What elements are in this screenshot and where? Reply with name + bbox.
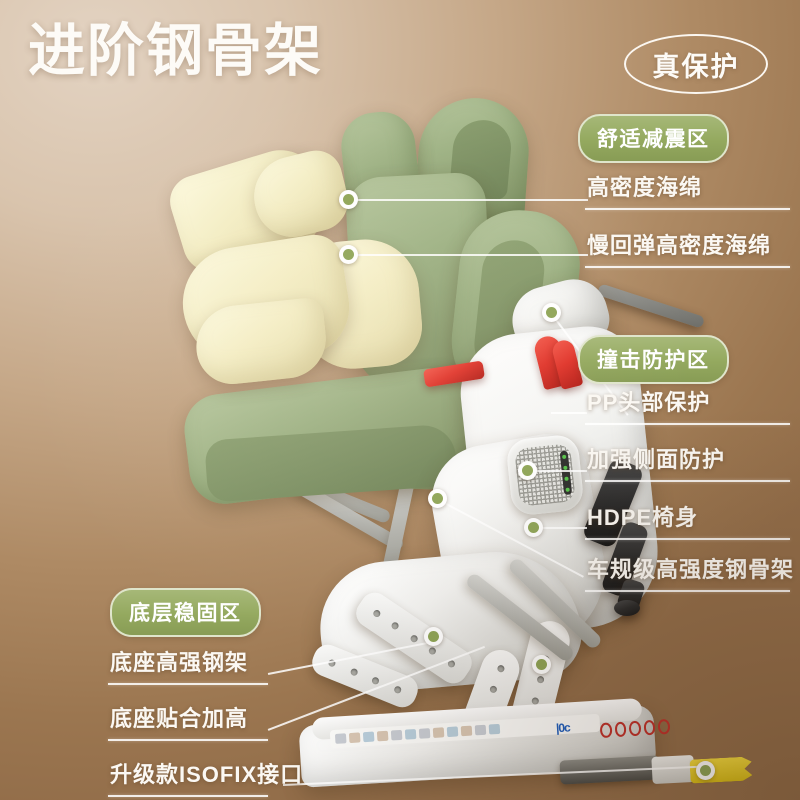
leader-line-slow-rebound-foam <box>348 254 588 256</box>
seal-badge: 真保护 <box>624 34 768 94</box>
callout-isofix-interface: 升级款ISOFIX接口 <box>108 757 305 797</box>
callout-base-lift: 底座贴合加高 <box>108 701 268 741</box>
callout-dot-high-density-foam[interactable] <box>339 190 358 209</box>
callout-label: 车规级高强度钢骨架 <box>587 557 795 582</box>
callout-label: 慢回弹高密度海绵 <box>587 233 772 258</box>
callout-label: 升级款ISOFIX接口 <box>110 762 304 787</box>
callout-label: 底座贴合加高 <box>110 706 249 731</box>
callout-base-steel-frame: 底座高强钢架 <box>108 645 268 685</box>
callout-slow-rebound-foam: 慢回弹高密度海绵 <box>585 228 790 268</box>
callout-underline <box>108 739 268 741</box>
callout-dot-isofix[interactable] <box>696 761 715 780</box>
leader-line-side-protection <box>527 470 587 472</box>
side-impact-protection-pod <box>505 433 585 517</box>
callout-label: 高密度海绵 <box>587 175 703 200</box>
certification-mark: |0c <box>555 720 571 736</box>
e-mark-seal <box>599 718 671 738</box>
callout-underline <box>108 683 268 685</box>
leader-line-hdpe <box>533 527 587 529</box>
callout-dot-steel-frame[interactable] <box>428 489 447 508</box>
callout-underline <box>585 423 790 425</box>
seal-badge-label: 真保护 <box>652 51 740 82</box>
callout-high-density-foam: 高密度海绵 <box>585 170 790 210</box>
callout-dot-slow-rebound-foam[interactable] <box>339 245 358 264</box>
callout-steel-frame: 车规级高强度钢骨架 <box>585 552 796 592</box>
callout-label: 底座高强钢架 <box>110 650 249 675</box>
page-title: 进阶钢骨架 <box>28 19 323 83</box>
callout-underline <box>585 480 790 482</box>
metal-guide-rail <box>596 283 706 329</box>
callout-side-protection: 加强侧面防护 <box>585 442 790 482</box>
zone-badge-stability: 底层稳固区 <box>110 588 261 637</box>
callout-label: PP头部保护 <box>587 390 711 415</box>
callout-underline <box>585 538 790 540</box>
callout-dot-base-lift[interactable] <box>532 655 551 674</box>
callout-dot-pp-head[interactable] <box>542 303 561 322</box>
isofix-connector-clip <box>651 754 695 785</box>
callout-underline <box>585 208 790 210</box>
callout-dot-base-steel[interactable] <box>424 627 443 646</box>
leader-line-high-density-foam <box>348 199 588 201</box>
zone-badge-comfort: 舒适减震区 <box>578 114 729 163</box>
zone-badge-impact: 撞击防护区 <box>578 335 729 384</box>
callout-dot-side-protection[interactable] <box>518 461 537 480</box>
steel-arm-end-cap <box>614 600 640 616</box>
callout-underline <box>585 590 790 592</box>
callout-label: 加强侧面防护 <box>587 447 726 472</box>
callout-hdpe-body: HDPE椅身 <box>585 500 790 540</box>
callout-underline <box>585 266 790 268</box>
callout-underline <box>108 795 268 797</box>
callout-dot-hdpe[interactable] <box>524 518 543 537</box>
callout-pp-head-protection: PP头部保护 <box>585 385 790 425</box>
leader-line-pp-head-h <box>551 412 587 414</box>
callout-label: HDPE椅身 <box>587 505 699 530</box>
